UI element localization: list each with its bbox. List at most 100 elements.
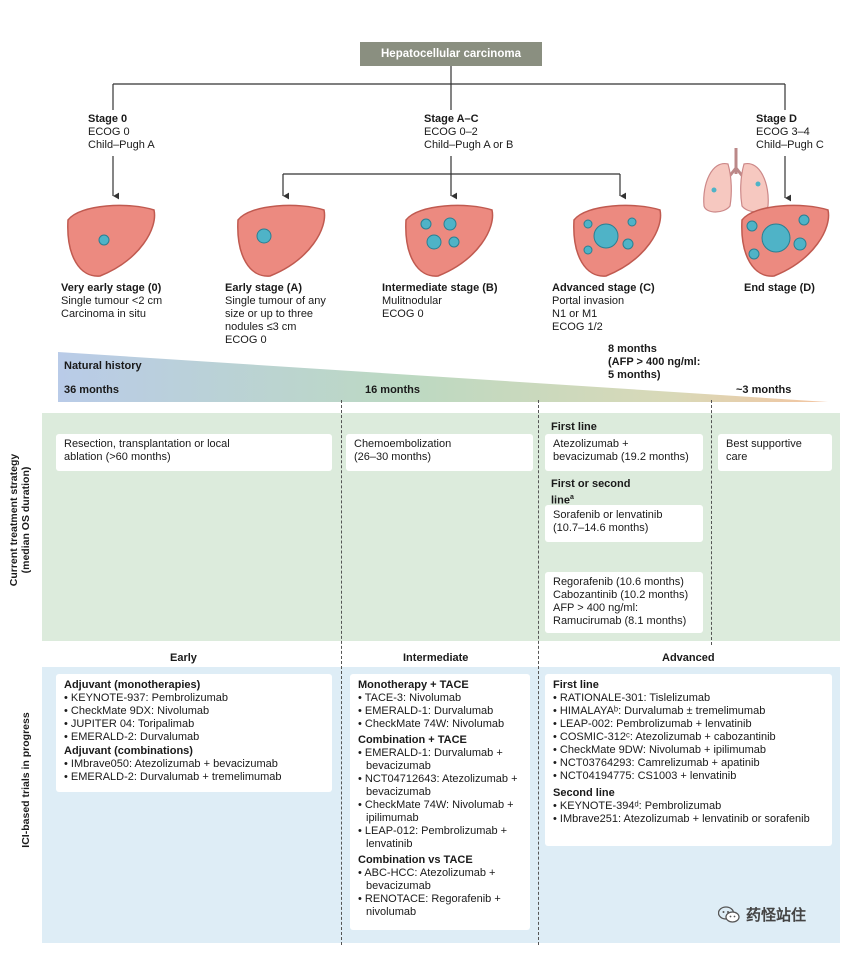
list-item: • HIMALAYAᵇ: Durvalumab ± tremelimumab: [553, 705, 766, 717]
column-header-intermediate: Intermediate: [403, 652, 469, 664]
treatment-end-box: Best supportive care: [718, 434, 832, 471]
substage-name: Advanced stage (C): [552, 282, 655, 294]
list-item: • CheckMate 9DX: Nivolumab: [64, 705, 210, 717]
substage-early: Early stage (A) Single tumour of any siz…: [225, 282, 326, 347]
column-header-advanced: Advanced: [662, 652, 715, 664]
list-item: • LEAP-012: Pembrolizumab + lenvatinib: [358, 825, 508, 850]
box-line: bevacizumab (19.2 months): [553, 451, 689, 463]
box-line: AFP > 400 ng/ml:: [553, 602, 639, 614]
list-item: • IMbrave050: Atezolizumab + bevacizumab: [64, 758, 278, 770]
substage-line: N1 or M1: [552, 308, 598, 320]
note-line: 5 months): [608, 369, 661, 381]
trial-text: RENOTACE: Regorafenib + nivolumab: [364, 893, 501, 918]
stage-line: ECOG 3–4: [756, 126, 810, 138]
list-item: • JUPITER 04: Toripalimab: [64, 718, 195, 730]
trial-text: COSMIC-312ᶜ: Atezolizumab + cabozantinib: [559, 731, 776, 743]
substage-line: Single tumour of any: [225, 295, 326, 307]
trial-text: CheckMate 9DW: Nivolumab + ipilimumab: [559, 744, 767, 756]
trial-list: • KEYNOTE-394ᵈ: Pembrolizumab • IMbrave2…: [553, 800, 824, 826]
box-line: Chemoembolization: [354, 438, 452, 450]
stage-line: Child–Pugh A or B: [424, 139, 514, 151]
box-line: ablation (>60 months): [64, 451, 171, 463]
first-line-box: Atezolizumab + bevacizumab (19.2 months): [545, 434, 703, 471]
list-item: • RATIONALE-301: Tislelizumab: [553, 692, 711, 704]
box-line: care: [726, 451, 748, 463]
trial-text: IMbrave251: Atezolizumab + lenvatinib or…: [559, 813, 810, 825]
list-item: • EMERALD-2: Durvalumab + tremelimumab: [64, 771, 282, 783]
second-line-title: First or second linea: [551, 477, 630, 508]
treatment-early-box: Resection, transplantation or local abla…: [56, 434, 332, 471]
substage-line: ECOG 0: [382, 308, 424, 320]
substage-line: ECOG 1/2: [552, 321, 603, 333]
trials-intermediate-box: Monotherapy + TACE • TACE-3: Nivolumab •…: [350, 674, 530, 930]
watermark: 药怪站住: [718, 904, 806, 925]
substage-name: Early stage (A): [225, 282, 303, 294]
trial-group-title: First line: [553, 679, 599, 691]
trial-text: CheckMate 74W: Nivolumab: [364, 718, 505, 730]
watermark-text: 药怪站住: [746, 906, 807, 924]
title-line: First or second: [551, 478, 631, 490]
list-item: • CheckMate 9DW: Nivolumab + ipilimumab: [553, 744, 767, 756]
substage-line: ECOG 0: [225, 334, 267, 346]
trial-text: LEAP-012: Pembrolizumab + lenvatinib: [364, 825, 508, 850]
trial-group-title: Adjuvant (monotherapies): [64, 679, 201, 691]
substage-end: End stage (D): [744, 282, 815, 294]
trial-text: EMERALD-2: Durvalumab + tremelimumab: [70, 771, 282, 783]
stage-line: ECOG 0: [88, 126, 130, 138]
side-label-line: Current treatment strategy: [8, 453, 20, 587]
trial-text: CheckMate 9DX: Nivolumab: [70, 705, 210, 717]
trial-group-title: Combination vs TACE: [358, 854, 473, 866]
wechat-icon: [718, 905, 740, 923]
trial-text: KEYNOTE-394ᵈ: Pembrolizumab: [559, 800, 722, 812]
box-line: Regorafenib (10.6 months): [553, 576, 684, 588]
trial-text: ABC-HCC: Atezolizumab + bevacizumab: [364, 867, 496, 892]
box-line: (10.7–14.6 months): [553, 522, 649, 534]
lungs-icon: [703, 148, 769, 213]
side-label-line: (median OS duration): [20, 466, 32, 574]
list-item: • NCT04194775: CS1003 + lenvatinib: [553, 770, 737, 782]
list-item: • TACE-3: Nivolumab: [358, 692, 462, 704]
list-item: • IMbrave251: Atezolizumab + lenvatinib …: [553, 813, 810, 825]
trial-text: NCT04194775: CS1003 + lenvatinib: [559, 770, 737, 782]
stage-name: Stage 0: [88, 113, 128, 125]
substage-line: Portal invasion: [552, 295, 625, 307]
duration-advanced-note: 8 months (AFP > 400 ng/ml: 5 months): [608, 343, 700, 382]
trial-text: JUPITER 04: Toripalimab: [70, 718, 195, 730]
list-item: • LEAP-002: Pembrolizumab + lenvatinib: [553, 718, 752, 730]
trial-list: • IMbrave050: Atezolizumab + bevacizumab…: [64, 758, 324, 784]
footnote-marker: a: [569, 494, 574, 501]
box-line: Sorafenib or lenvatinib: [553, 509, 663, 521]
substage-intermediate: Intermediate stage (B) Mulitnodular ECOG…: [382, 282, 498, 321]
first-line-title: First line: [551, 421, 597, 433]
box-line: Best supportive: [726, 438, 802, 450]
later-line-box: Regorafenib (10.6 months) Cabozantinib (…: [545, 572, 703, 633]
trial-text: CheckMate 74W: Nivolumab + ipilimumab: [364, 799, 514, 824]
box-line: Cabozantinib (10.2 months): [553, 589, 689, 601]
trials-advanced-box: First line • RATIONALE-301: Tislelizumab…: [545, 674, 832, 846]
divider-3: [711, 400, 712, 645]
trial-text: EMERALD-1: Durvalumab: [364, 705, 494, 717]
substage-line: Mulitnodular: [382, 295, 442, 307]
trial-list: • RATIONALE-301: Tislelizumab • HIMALAYA…: [553, 692, 824, 783]
trial-list: • KEYNOTE-937: Pembrolizumab • CheckMate…: [64, 692, 324, 744]
list-item: • EMERALD-2: Durvalumab: [64, 731, 200, 743]
treatment-intermediate-box: Chemoembolization (26–30 months): [346, 434, 533, 471]
list-item: • CheckMate 74W: Nivolumab + ipilimumab: [358, 799, 514, 824]
liver-icon-end: [741, 204, 830, 277]
stage-line: Child–Pugh A: [88, 139, 155, 151]
trial-text: KEYNOTE-937: Pembrolizumab: [70, 692, 229, 704]
box-line: Resection, transplantation or local: [64, 438, 230, 450]
substage-line: nodules ≤3 cm: [225, 321, 297, 333]
treatment-side-label: Current treatment strategy (median OS du…: [8, 440, 32, 600]
column-header-early: Early: [170, 652, 197, 664]
stage-a-c: Stage A–C ECOG 0–2 Child–Pugh A or B: [424, 113, 513, 152]
stage-d: Stage D ECOG 3–4 Child–Pugh C: [756, 113, 824, 152]
substage-line: Carcinoma in situ: [61, 308, 146, 320]
trial-list: • ABC-HCC: Atezolizumab + bevacizumab • …: [358, 867, 522, 919]
substage-line: size or up to three: [225, 308, 314, 320]
note-line: (AFP > 400 ng/ml:: [608, 356, 701, 368]
trial-list: • TACE-3: Nivolumab • EMERALD-1: Durvalu…: [358, 692, 522, 731]
liver-icon-very-early: [67, 204, 156, 277]
liver-icon-intermediate: [405, 204, 494, 277]
substage-name: Very early stage (0): [61, 282, 162, 294]
